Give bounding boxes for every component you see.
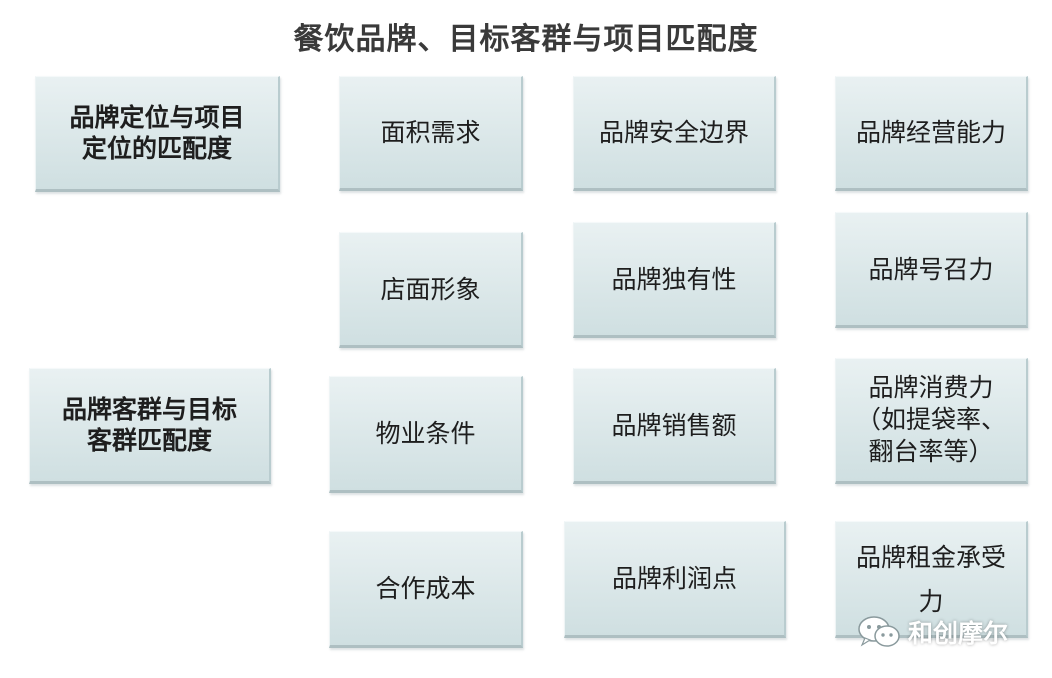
box-text: 品牌消费力 （如提袋率、 翻台率等） [855,373,1006,466]
left-label-customer: 品牌客群与目标 客群匹配度 [29,368,271,484]
box-brand-safety-boundary: 品牌安全边界 [573,76,776,191]
box-brand-sales: 品牌销售额 [573,368,776,484]
box-cooperation-cost: 合作成本 [329,531,523,648]
box-text: 品牌销售额 [611,410,737,440]
box-text: 物业条件 [375,419,476,448]
box-text: 品牌号召力 [868,254,994,284]
diagram-title: 餐饮品牌、目标客群与项目匹配度 [293,22,759,57]
left-label-text: 品牌客群与目标 客群匹配度 [61,395,237,455]
box-text: 品牌经营能力 [855,118,1006,147]
box-text: 合作成本 [375,574,476,603]
box-property-conditions: 物业条件 [329,376,523,493]
box-brand-uniqueness: 品牌独有性 [573,222,776,338]
box-text: 品牌独有性 [611,264,737,294]
left-label-positioning: 品牌定位与项目 定位的匹配度 [35,76,280,192]
box-area-requirement: 面积需求 [339,76,523,191]
box-store-image: 店面形象 [339,232,523,348]
wechat-icon [858,616,900,647]
box-text: 品牌租金承受 力 [855,543,1006,616]
box-text: 面积需求 [380,118,481,147]
box-brand-appeal: 品牌号召力 [835,212,1028,328]
box-brand-operating-ability: 品牌经营能力 [835,76,1028,191]
box-brand-consumption-power: 品牌消费力 （如提袋率、 翻台率等） [835,358,1028,484]
box-text: 品牌利润点 [611,564,737,593]
watermark: 和创摩尔 [856,612,1008,652]
box-text: 店面形象 [380,274,481,304]
left-label-text: 品牌定位与项目 定位的匹配度 [69,103,245,163]
box-brand-profit-point: 品牌利润点 [564,521,786,638]
box-text: 品牌安全边界 [598,118,749,147]
watermark-text: 和创摩尔 [908,619,1009,648]
